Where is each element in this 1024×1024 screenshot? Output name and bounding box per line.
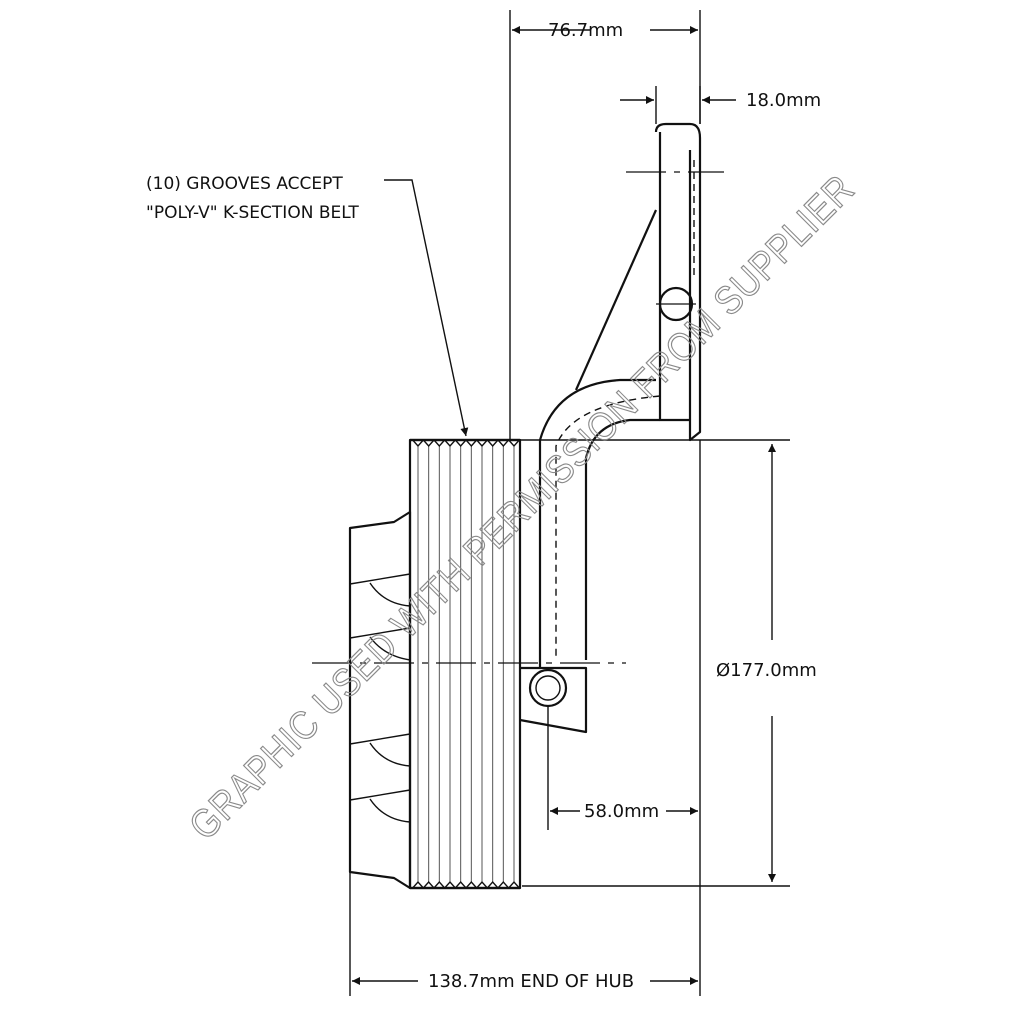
groove-tooth <box>454 880 467 889</box>
callout-line-1: (10) GROOVES ACCEPT <box>146 174 343 194</box>
groove-tooth <box>433 880 446 889</box>
pulley-grooves <box>412 439 520 889</box>
dimension-arm-thickness: 18.0mm <box>620 86 821 124</box>
groove-tooth <box>422 880 435 889</box>
dimension-label-diameter: Ø177.0mm <box>716 660 817 681</box>
dimension-top-width: 76.7mm <box>509 10 701 440</box>
groove-tooth <box>486 439 499 448</box>
groove-tooth <box>476 439 488 448</box>
groove-tooth <box>444 880 456 889</box>
dimension-label-offset: 58.0mm <box>584 801 659 822</box>
groove-tooth <box>422 439 435 448</box>
dimension-hub-length: 138.7mm END OF HUB <box>349 440 701 996</box>
center-lines <box>312 171 724 664</box>
groove-tooth <box>508 880 520 889</box>
dimension-offset: 58.0mm <box>547 706 698 830</box>
groove-tooth <box>497 880 510 889</box>
groove-callout: (10) GROOVES ACCEPT "POLY-V" K-SECTION B… <box>146 174 469 437</box>
dimension-label-arm-thickness: 18.0mm <box>746 90 821 111</box>
groove-tooth <box>433 439 446 448</box>
groove-tooth <box>508 439 520 448</box>
groove-tooth <box>465 880 478 889</box>
dimension-label-top-width: 76.7mm <box>548 20 623 41</box>
groove-tooth <box>412 439 424 448</box>
groove-tooth <box>465 439 478 448</box>
callout-line-2: "POLY-V" K-SECTION BELT <box>146 203 359 223</box>
dimension-diameter: Ø177.0mm <box>520 439 817 887</box>
groove-tooth <box>444 439 456 448</box>
pulley <box>408 438 522 890</box>
watermark-text: GRAPHIC USED WITH PERMISSION FROM SUPPLI… <box>181 167 863 849</box>
groove-tooth <box>497 439 510 448</box>
groove-tooth <box>454 439 467 448</box>
groove-tooth <box>412 880 424 889</box>
mounting-bracket <box>519 122 702 734</box>
groove-tooth <box>486 880 499 889</box>
dimension-label-hub-length: 138.7mm END OF HUB <box>428 971 634 992</box>
groove-tooth <box>476 880 488 889</box>
